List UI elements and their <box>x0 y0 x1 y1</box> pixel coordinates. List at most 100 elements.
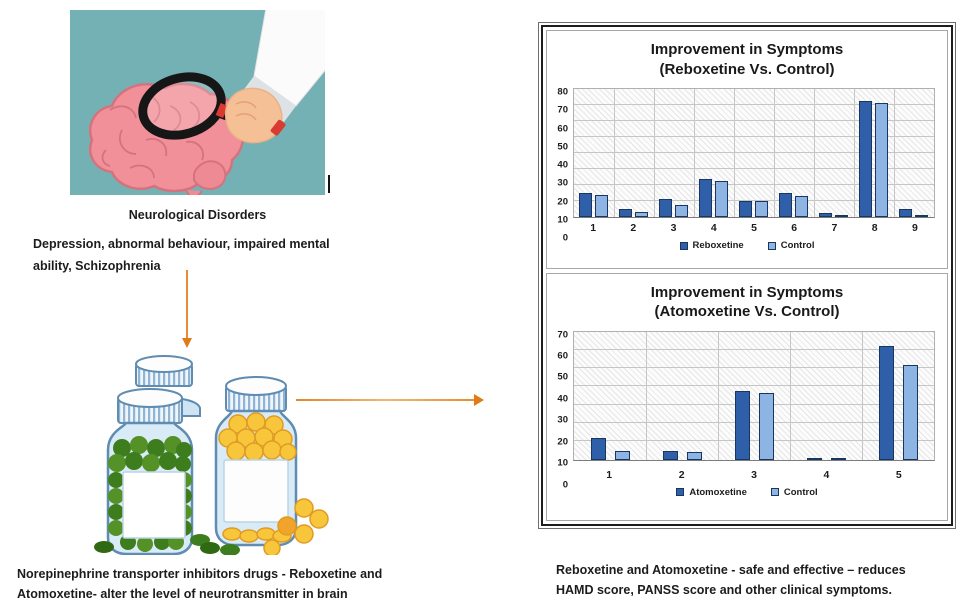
control-bar <box>686 452 702 460</box>
y-tick-label: 10 <box>557 214 568 226</box>
bar-group <box>574 332 646 460</box>
right-arrow-shaft <box>296 399 476 401</box>
legend-label: Atomoxetine <box>689 486 747 498</box>
reboxetine-bar <box>859 101 873 217</box>
bar-group <box>574 89 614 217</box>
legend-label: Control <box>780 240 815 251</box>
chart-atomoxetine-vs-control: Improvement in Symptoms (Atomoxetine Vs.… <box>546 272 948 521</box>
charts-panel: Improvement in Symptoms (Reboxetine Vs. … <box>538 22 956 529</box>
y-tick-label: 60 <box>557 123 568 134</box>
chart-title: Improvement in Symptoms <box>650 283 844 301</box>
control-bar <box>715 181 729 217</box>
control-bar <box>758 392 774 460</box>
chart-title: Improvement in Symptoms <box>650 41 844 58</box>
control-bar <box>635 212 649 217</box>
x-tick-label: 8 <box>871 222 878 234</box>
y-tick-label: 20 <box>557 436 568 448</box>
y-tick-label: 80 <box>557 86 568 98</box>
y-tick-label: 50 <box>557 141 568 153</box>
x-tick-label: 2 <box>630 222 637 234</box>
y-tick-label: 30 <box>557 414 568 426</box>
x-tick-label: 7 <box>831 222 838 234</box>
control-bar <box>902 365 918 460</box>
vertical-gridline <box>613 89 615 217</box>
control-bar <box>915 214 929 217</box>
legend-label: Reboxetine <box>692 240 744 251</box>
reboxetine-bar <box>659 198 673 217</box>
atomoxetine-bar <box>590 437 606 460</box>
atomoxetine-bar <box>734 390 750 460</box>
atomoxetine-bar <box>878 346 894 460</box>
atomoxetine-bar <box>806 457 822 460</box>
result-text: Reboxetine and Atomoxetine - safe and ef… <box>556 560 960 600</box>
bar-group <box>614 89 654 217</box>
hand-icon <box>224 87 286 144</box>
chart-legend: Atomoxetine Control <box>547 487 947 498</box>
text-cursor-artifact <box>328 175 330 193</box>
vertical-gridline <box>774 89 775 217</box>
horizontal-gridline <box>574 440 934 442</box>
bar-group <box>854 89 894 217</box>
legend-swatch <box>767 241 776 250</box>
reboxetine-bar <box>779 193 793 217</box>
chart-legend: Reboxetine Control <box>547 240 947 251</box>
disorders-line-1: Depression, abnormal behaviour, impaired… <box>33 237 330 251</box>
control-bar <box>675 205 689 217</box>
y-tick-label: 0 <box>562 479 568 491</box>
down-arrow-shaft <box>186 270 188 340</box>
legend-item: Control <box>767 240 815 251</box>
drugs-line-1: Norepinephrine transporter inhibitors dr… <box>17 567 383 581</box>
down-arrow-head <box>182 338 192 348</box>
legend-swatch <box>679 241 688 250</box>
vertical-gridline <box>814 89 815 217</box>
bar-group <box>646 332 718 460</box>
disorders-line-2: ability, Schizophrenia <box>33 258 161 273</box>
horizontal-gridline <box>574 200 934 201</box>
control-bar <box>830 457 846 460</box>
control-bar <box>614 451 630 460</box>
legend-swatch <box>676 488 685 497</box>
atomoxetine-bar <box>662 451 678 460</box>
y-tick-label: 0 <box>562 232 568 244</box>
bar-group <box>790 332 862 460</box>
pill-bottles-svg <box>94 355 329 557</box>
vertical-gridline <box>646 331 647 460</box>
bar-group <box>894 89 934 217</box>
disorders-text: Depression, abnormal behaviour, impaired… <box>33 234 373 278</box>
red-watch <box>270 119 286 136</box>
y-tick-label: 30 <box>557 177 568 189</box>
x-tick-label: 1 <box>606 468 613 481</box>
horizontal-gridline <box>574 385 934 387</box>
chart-reboxetine-vs-control: Improvement in Symptoms (Reboxetine Vs. … <box>546 30 948 269</box>
bar-group <box>718 332 790 460</box>
reboxetine-bar <box>739 201 753 217</box>
drugs-line-2: Atomoxetine- alter the level of neurotra… <box>17 587 348 601</box>
result-line-2: HAMD score, PANSS score and other clinic… <box>556 583 892 597</box>
horizontal-gridline <box>574 348 934 350</box>
control-bar <box>595 195 609 217</box>
y-tick-label: 10 <box>557 457 568 469</box>
brain-illustration <box>70 7 328 204</box>
plot-area <box>573 330 935 461</box>
bar-group <box>654 89 694 217</box>
brain-caption: Neurological Disorders <box>128 208 267 222</box>
reboxetine-bar <box>819 213 833 217</box>
vertical-gridline <box>733 89 735 217</box>
chart-subtitle: (Reboxetine Vs. Control) <box>659 60 835 78</box>
right-arrow-head <box>474 394 484 406</box>
vertical-gridline <box>790 331 791 460</box>
legend-label: Control <box>783 486 818 498</box>
pill-bottles-illustration <box>88 350 333 557</box>
horizontal-gridline <box>574 168 934 169</box>
control-bar <box>835 215 849 217</box>
vertical-gridline <box>653 89 655 217</box>
y-tick-label: 20 <box>557 196 568 207</box>
horizontal-gridline <box>574 120 934 121</box>
horizontal-gridline <box>574 367 934 369</box>
